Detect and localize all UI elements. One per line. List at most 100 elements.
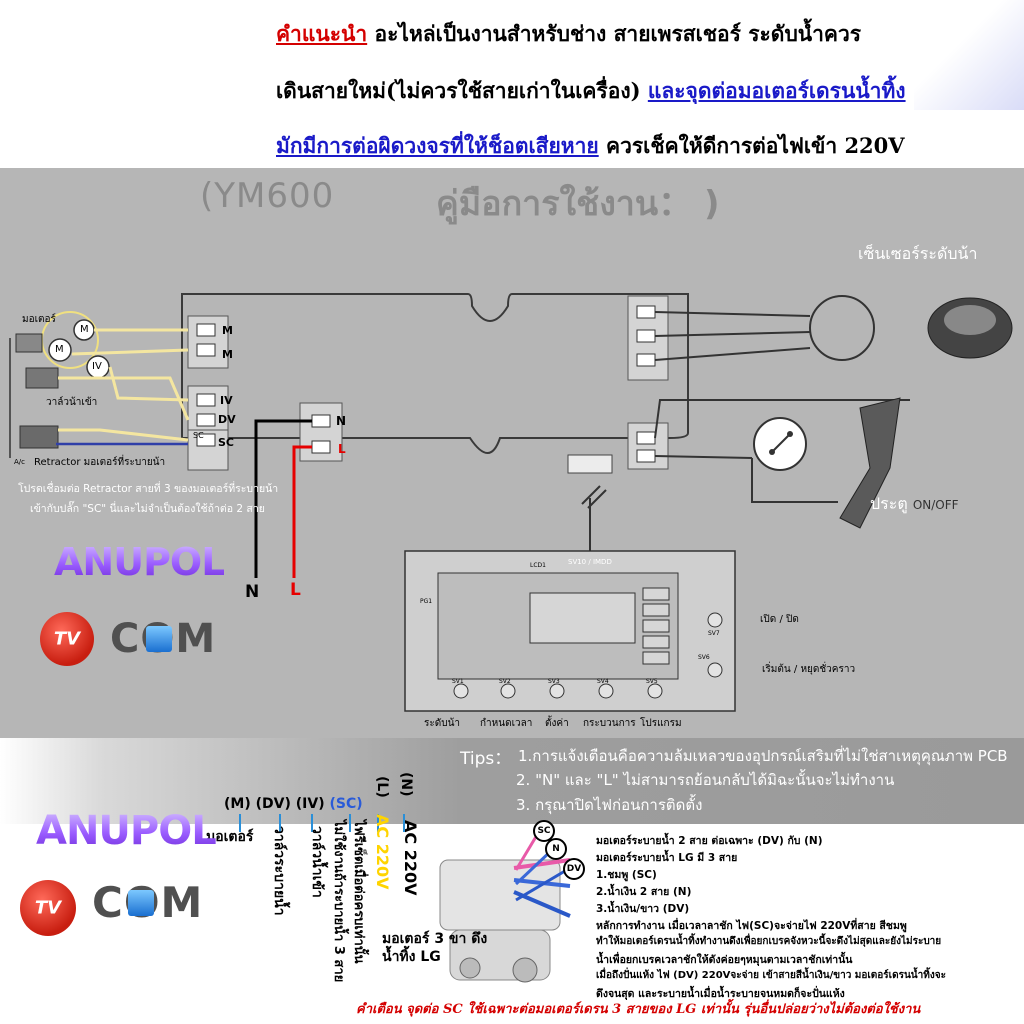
pump-device [15, 333, 43, 353]
connector-block-left-bot [187, 429, 229, 471]
logo-tv-icon-top: TV [40, 612, 94, 666]
inlet-valve-device [25, 367, 59, 389]
open-close-label: เปิด / ปิด [760, 614, 799, 625]
terminal-n: N [336, 414, 347, 428]
motor-m1-label: M [80, 324, 89, 335]
note-line-5: 3.น้ำเงิน/ขาว (DV) [596, 903, 690, 915]
ac-label: A/c [14, 458, 25, 466]
motor-label: มอเตอร์ [22, 314, 56, 325]
btn-label-settings: ตั้งค่า [545, 718, 569, 729]
warning-text: คำเตือน จุดต่อ SC ใช้เฉพาะต่อมอเตอร์เดรน… [356, 1002, 921, 1017]
logo-tv-bottom: TV [34, 897, 62, 919]
note-line-9: เมื่อถึงปั่นแห้ง ไฟ (DV) 220Vจะจ่าย เข้า… [596, 970, 946, 981]
terminal-iv: IV [220, 394, 233, 407]
sensor-label: เซ็นเซอร์ระดับน้า [858, 244, 978, 263]
tip-3: 3. กรุณาปิดไฟก่อนการติดตั้ง [516, 796, 703, 814]
vertical-motor-label: มอเตอร์ [206, 829, 254, 845]
panel-pg-label: PG1 [420, 598, 433, 605]
sv4-label: SV4 [597, 678, 609, 685]
tips-title: Tips： [460, 749, 512, 769]
logo-tv-icon-bottom: TV [20, 880, 76, 936]
instruction-line-1: คำแนะนำ อะไหล่เป็นงานสำหรับช่าง สายเพรสเ… [276, 18, 861, 51]
note-line-7: ทำให้มอเตอร์เดรนน้ำทิ้งทำงานดึงเพื่อยกเบ… [596, 936, 942, 947]
sv3-label: SV3 [548, 678, 560, 685]
wiring-diagram-svg [9, 293, 1013, 712]
advice-text-3: ควรเช็คให้ดีการต่อไฟเข้า 220V [606, 133, 905, 158]
note-line-3: 1.ชมพู (SC) [596, 869, 657, 881]
tip-1: 1.การแจ้งเตือนคือความล้มเหลวของอุปกรณ์เส… [518, 747, 1008, 765]
vertical-n-label: AC 220V [401, 820, 420, 896]
note-line-8: น้ำเพื่อยกเบรคเวลาชักให้ดังค่อยๆหมุนตามเ… [596, 954, 853, 966]
logo-brand-top: ANUPOL [54, 540, 225, 584]
advice-label: คำแนะนำ [276, 21, 368, 46]
motor-symbol-right [809, 295, 875, 361]
sv1-label: SV1 [452, 678, 464, 685]
instruction-line-3: มักมีการต่อผิดวงจรที่ให้ช็อตเสียหาย ควรเ… [276, 130, 905, 163]
note-line-2: มอเตอร์ระบายน้ำ LG มี 3 สาย [596, 852, 738, 864]
btn-label-water-level: ระดับน้า [424, 718, 461, 729]
terminal-m2: M [222, 348, 233, 361]
advice-text-2: เดินสายใหม่(ไม่ควรใช้สายเก่าในเครื่อง) [276, 78, 641, 103]
valve-label: วาล์วน้าเข้า [46, 397, 98, 408]
vertical-sc-label: ไม่ใช้งานถ้าระบายน้ำ 3 สาย [331, 820, 346, 983]
chip-icon-bottom [128, 890, 154, 916]
btn-label-process: กระบวนการ [583, 718, 636, 729]
wire-n-label: N [245, 582, 260, 602]
term-label-dv: (DV) [255, 796, 291, 812]
wire-live-red [292, 445, 312, 578]
chip-icon-top [146, 626, 172, 652]
connector-small [567, 454, 613, 474]
vertical-dv-label: วาล์วระบายน้ำ [271, 826, 287, 916]
terminal-sc: SC [218, 436, 234, 449]
pcb-outline [181, 293, 689, 454]
drain-photo-label: มอเตอร์ 3 ขา ดึงน้ำทิ้ง LG [382, 931, 488, 965]
advice-highlight-3: มักมีการต่อผิดวงจรที่ให้ช็อตเสียหาย [276, 133, 599, 158]
tips-band: Tips： 1.การแจ้งเตือนคือความล้มเหลวของอุป… [0, 738, 1024, 824]
pin-n: N [545, 838, 567, 860]
logo-brand-bottom: ANUPOL [36, 808, 217, 854]
wire-l-label: L [290, 580, 301, 600]
start-pause-label: เริ่มต้น / หยุดชั่วคราว [762, 664, 856, 675]
terminal-sc-small: SC [193, 431, 204, 440]
note-line-6: หลักการทำงาน เมื่อเวลาลาชัก ไฟ(SC)จะจ่าย… [596, 920, 907, 932]
advice-highlight-2: และจุดต่อมอเตอร์เดรนน้ำทิ้ง [647, 78, 906, 103]
motor-m2-label: M [55, 344, 64, 355]
door-onoff: ON/OFF [912, 498, 959, 512]
sv6-label: SV6 [698, 654, 710, 661]
manual-model: (YM600 [200, 176, 335, 216]
door-label: ประตู ON/OFF [870, 492, 959, 517]
note-line-10: ดึงจนสุด และระบายน้ำเมื่อน้ำระบายจนหมดก็… [596, 988, 845, 1000]
sv7-label: SV7 [708, 630, 720, 637]
term-label-m: (M) [224, 796, 251, 812]
door-switch-image [839, 397, 901, 529]
wiring-manual-diagram: (YM600 คู่มือการใช้งาน： ) เซ็นเซอร์ระดับ… [0, 168, 1024, 738]
tip-2: 2. "N" และ "L" ไม่สามารถย้อนกลับได้มิฉะน… [516, 771, 895, 789]
terminal-m1: M [222, 324, 233, 337]
retractor-note-1: โปรดเชื่อมต่อ Retractor สายที่ 3 ของมอเต… [18, 483, 279, 495]
vertical-l-yellow-label: AC 220V [373, 814, 392, 890]
term-label-iv: (IV) [295, 796, 325, 812]
sv5-label: SV5 [646, 678, 658, 685]
instruction-header: คำแนะนำ อะไหล่เป็นงานสำหรับช่าง สายเพรสเ… [0, 0, 1024, 168]
retractor-label: Retractor มอเตอร์ที่ระบายน้า [34, 457, 166, 468]
pin-sc: SC [533, 820, 555, 842]
terminal-dv: DV [218, 413, 236, 426]
wire-neutral-black [254, 419, 312, 578]
note-line-4: 2.น้ำเงิน 2 สาย (N) [596, 886, 692, 898]
motor-iv-label: IV [92, 361, 102, 372]
panel-lcd-label: LCD1 [530, 562, 546, 569]
manual-title: คู่มือการใช้งาน： ) [436, 184, 720, 224]
drain-motor-photo [439, 858, 571, 983]
vertical-iv-label: วาล์วน้ำเข้า [309, 826, 325, 898]
terminal-labels-row: (M) (DV) (IV) (SC) [224, 796, 363, 812]
retractor-note-2: เข้ากับปลั๊ก "SC" นี่และไม่จำเป็นต้องใช้… [30, 503, 265, 515]
btn-label-program: โปรแกรม [640, 718, 682, 729]
logo-tv-top: TV [53, 628, 81, 650]
door-text: ประตู [870, 494, 908, 513]
vertical-l-black-label: ไฟรีเซ็ตเมื่อต่อครบเท่านั้น [351, 820, 366, 964]
instruction-line-2: เดินสายใหม่(ไม่ควรใช้สายเก่าในเครื่อง) แ… [276, 75, 906, 108]
corner-decoration [914, 0, 1024, 110]
note-line-1: มอเตอร์ระบายน้ำ 2 สาย ต่อเฉพาะ (DV) กับ … [596, 835, 823, 847]
retractor-device [19, 425, 59, 449]
term-label-sc: (SC) [329, 796, 363, 812]
